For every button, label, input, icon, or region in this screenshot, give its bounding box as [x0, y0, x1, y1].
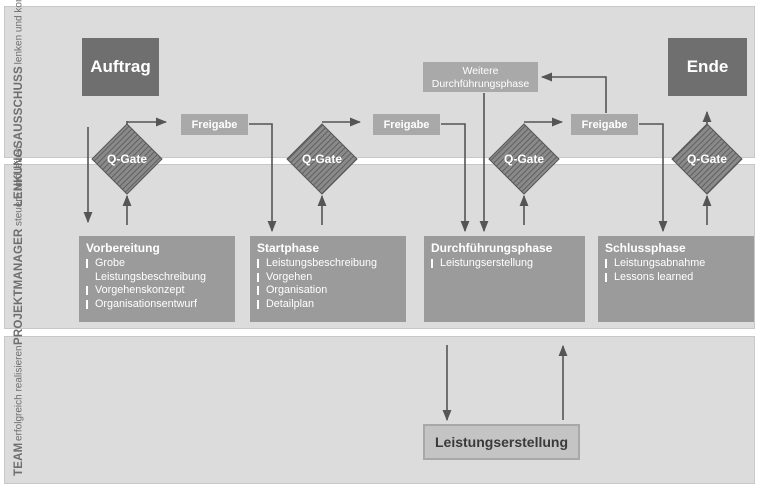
phase-item: Leistungsbeschreibung [95, 270, 207, 283]
arrow-freigabe-2-to-durchfuehrung [441, 123, 470, 233]
weitere-line-1: Weitere [462, 65, 499, 77]
arrow-freigabe-1-to-startphase [249, 123, 277, 233]
freigabe-box-1: Freigabe [181, 114, 248, 135]
phase-item: Detailplan [257, 298, 399, 312]
phase-item: Leistungsabnahme [605, 257, 747, 271]
arrow-qgate-1-to-freigabe-1 [126, 121, 166, 124]
freigabe-box-3: Freigabe [571, 114, 638, 135]
phase-title: Startphase [257, 241, 320, 255]
qgate-label-4: Q-Gate [686, 152, 727, 166]
start-box-auftrag: Auftrag [82, 38, 159, 96]
phase-item: Leistungserstellung [431, 257, 578, 271]
arrow-freigabe-3-to-schlussphase [639, 123, 668, 233]
phase-item: Grobe [86, 257, 228, 271]
qgate-diamond-2 [286, 123, 358, 195]
qgate-diamond-3 [488, 123, 560, 195]
phase-box-startphase: Startphase Leistungsbeschreibung Vorgehe… [250, 236, 406, 322]
phase-item: Vorgehen [257, 271, 399, 285]
lane-team [4, 336, 755, 484]
phase-item: Organisationsentwurf [86, 298, 228, 312]
weitere-line-2: Durchführungsphase [431, 78, 530, 90]
phase-item: Vorgehenskonzept [86, 284, 228, 298]
arrow-freigabe-3-to-weitere [540, 72, 607, 113]
phase-box-schlussphase: Schlussphase Leistungsabnahme Lessons le… [598, 236, 754, 322]
phase-item: Lessons learned [605, 271, 747, 285]
phase-box-vorbereitung: Vorbereitung Grobe Leistungsbeschreibung… [79, 236, 235, 322]
qgate-label-3: Q-Gate [503, 152, 544, 166]
qgate-diamond-4 [671, 123, 743, 195]
team-box-leistungserstellung: Leistungserstellung [423, 424, 580, 460]
end-box-ende: Ende [668, 38, 747, 96]
phase-item: Leistungsbeschreibung [257, 257, 399, 271]
phase-title: Vorbereitung [86, 241, 160, 255]
phase-box-durchfuehrungsphase: Durchführungsphase Leistungserstellung [424, 236, 585, 322]
phase-item: Organisation [257, 284, 399, 298]
phase-title: Schlussphase [605, 241, 686, 255]
phase-title: Durchführungsphase [431, 241, 553, 255]
qgate-diamond-1 [91, 123, 163, 195]
freigabe-box-2: Freigabe [373, 114, 440, 135]
qgate-label-2: Q-Gate [301, 152, 342, 166]
qgate-label-1: Q-Gate [106, 152, 147, 166]
weitere-durchfuehrungsphase-box: Weitere Durchführungsphase [423, 62, 538, 92]
